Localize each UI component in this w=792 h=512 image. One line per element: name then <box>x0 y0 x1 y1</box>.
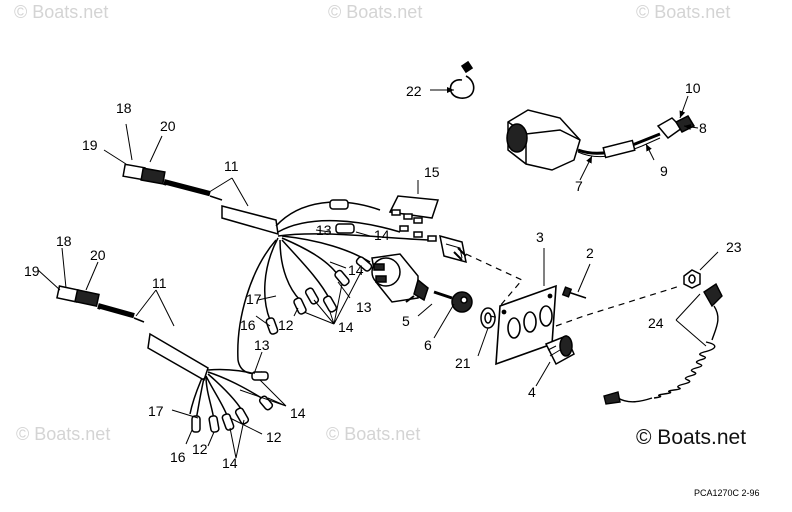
part-23-nut <box>683 269 701 289</box>
part-22-clamp <box>449 60 475 99</box>
part-7-switch-pod <box>506 109 696 171</box>
callout-23: 23 <box>726 239 742 255</box>
callout-12-lower-a: 12 <box>192 441 208 457</box>
part-21-washer <box>480 307 496 329</box>
callout-6: 6 <box>424 337 432 353</box>
callout-12-upper: 12 <box>278 317 294 333</box>
callout-5: 5 <box>402 313 410 329</box>
callout-12-lower-b: 12 <box>266 429 282 445</box>
callout-2: 2 <box>586 245 594 261</box>
watermark-top-center: © Boats.net <box>328 2 423 22</box>
callout-16-upper: 16 <box>240 317 256 333</box>
callout-7: 7 <box>575 178 583 194</box>
leader-lines <box>37 87 719 459</box>
callout-24: 24 <box>648 315 664 331</box>
watermark-top-right: © Boats.net <box>636 2 731 22</box>
callout-20-lower: 20 <box>90 247 106 263</box>
watermark-bottom-left: © Boats.net <box>16 424 111 444</box>
part-3-panel <box>495 284 557 366</box>
callout-labels: 22 10 8 9 7 18 20 19 11 15 13 14 14 13 1… <box>24 80 742 471</box>
callout-14-e: 14 <box>222 455 238 471</box>
part-6-key <box>433 290 473 313</box>
callout-3: 3 <box>536 229 544 245</box>
callout-16-lower: 16 <box>170 449 186 465</box>
callout-21: 21 <box>455 355 471 371</box>
callout-14-c: 14 <box>338 319 354 335</box>
watermark-top-left: © Boats.net <box>14 2 109 22</box>
callout-13-b: 13 <box>356 299 372 315</box>
callout-10: 10 <box>685 80 701 96</box>
assembly-lines <box>465 253 681 327</box>
callout-4: 4 <box>528 384 536 400</box>
callout-9: 9 <box>660 163 668 179</box>
callout-18-lower: 18 <box>56 233 72 249</box>
callout-19-upper: 19 <box>82 137 98 153</box>
callout-22: 22 <box>406 83 422 99</box>
callout-18-upper: 18 <box>116 100 132 116</box>
watermark-bottom-center: © Boats.net <box>326 424 421 444</box>
part-2-screw <box>561 286 587 299</box>
callout-13-a: 13 <box>316 222 332 238</box>
lower-harness <box>56 285 274 433</box>
part-5-ignition-switch <box>371 253 429 303</box>
drawing-code: PCA1270C 2-96 <box>694 488 760 498</box>
callout-13-c: 13 <box>254 337 270 353</box>
watermark-bottom-right: © Boats.net <box>636 426 747 449</box>
callout-14-d: 14 <box>290 405 306 421</box>
callout-11-lower: 11 <box>152 275 167 291</box>
upper-harness <box>122 163 467 375</box>
callout-19-lower: 19 <box>24 263 40 279</box>
callout-15: 15 <box>424 164 440 180</box>
part-4-knob <box>544 335 575 366</box>
callout-8: 8 <box>699 120 707 136</box>
callout-11-upper: 11 <box>224 158 239 174</box>
callout-20-upper: 20 <box>160 118 176 134</box>
callout-14-b: 14 <box>348 262 364 278</box>
part-24-lanyard <box>603 282 723 405</box>
callout-17-lower: 17 <box>148 403 164 419</box>
callout-14-a: 14 <box>374 227 390 243</box>
callout-17-upper: 17 <box>246 291 262 307</box>
